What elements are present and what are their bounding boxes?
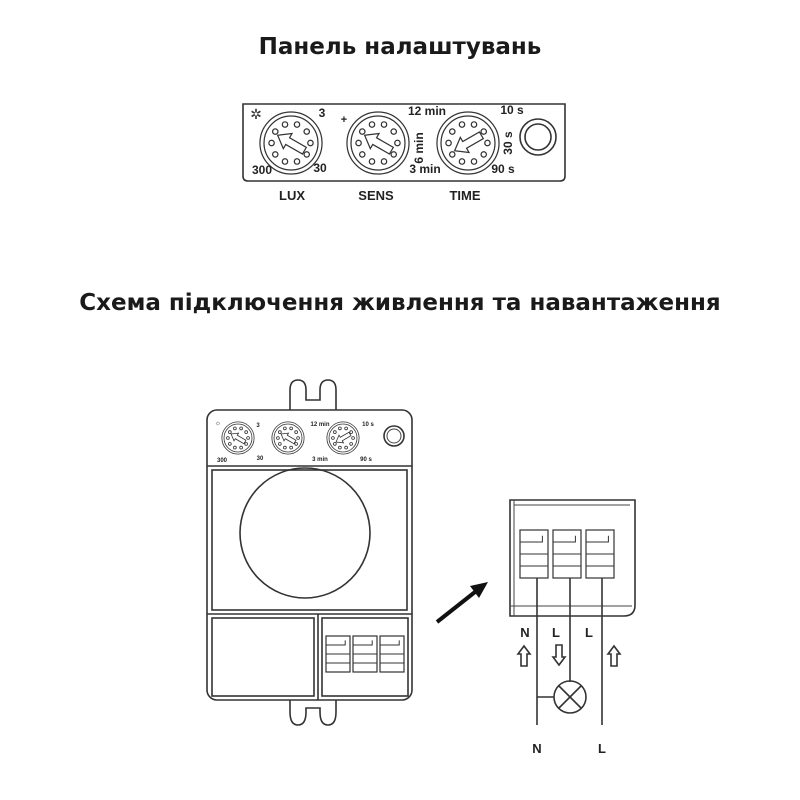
terminal (379, 635, 405, 673)
arrow-up-icon (516, 644, 532, 667)
test-button (519, 118, 557, 156)
time-dial (436, 111, 500, 175)
lamp-icon (553, 680, 587, 714)
terminal-block (509, 499, 636, 617)
time-10s-label: 10 s (500, 103, 524, 117)
small-dial-label: 30 (257, 456, 264, 462)
terminal (552, 529, 582, 579)
small-dial-label: ☼ (215, 420, 221, 427)
lux-30-label: 30 (313, 161, 327, 175)
arrow-down-icon (551, 644, 567, 667)
sens-label: SENS (358, 188, 394, 203)
time-30s-label: 30 s (501, 131, 515, 155)
terminal (352, 635, 378, 673)
lux-dial (221, 421, 255, 455)
terminal (325, 635, 351, 673)
time-90s-label: 90 s (491, 162, 515, 176)
lux-label: LUX (279, 188, 305, 203)
sens-plus-label: + (341, 114, 347, 126)
lux-300-label: 300 (252, 163, 272, 177)
small-dial-label: 90 s (360, 457, 372, 463)
wiring-title: Схема підключення живлення та навантажен… (79, 290, 720, 316)
panel-title: Панель налаштувань (259, 34, 542, 60)
terminal (585, 529, 615, 579)
time-12min-label: 12 min (408, 104, 446, 118)
pir-lens (239, 467, 371, 599)
terminal (519, 529, 549, 579)
small-dial-label: 3 min (312, 457, 328, 463)
settings-panel: 300 30 3 + 10 s 30 s 90 s 3 min 6 min 12… (242, 103, 566, 182)
direction-arrow (435, 582, 488, 624)
time-6min-label: 6 min (412, 132, 426, 163)
lux-3-label: 3 (319, 106, 326, 120)
lux-dial (259, 111, 323, 175)
bottom-label-n: N (532, 741, 541, 756)
wires (536, 578, 603, 725)
sens-dial (271, 421, 305, 455)
terminal-label-n: N (520, 625, 529, 640)
arrow-up-icon (606, 644, 622, 667)
sens-dial (346, 111, 410, 175)
small-dial-label: 12 min (310, 422, 329, 428)
sensor-device: ☼ 300 30 3 12 min 10 s 3 min 90 s (206, 379, 413, 726)
time-label: TIME (449, 188, 480, 203)
terminal-label-l-supply: L (585, 625, 593, 640)
small-dial-label: 10 s (362, 422, 374, 428)
small-dial-label: 300 (217, 458, 228, 464)
small-dial-label: 3 (256, 423, 260, 429)
time-dial (326, 421, 360, 455)
time-3min-label: 3 min (409, 162, 440, 176)
terminal-label-l-load: L (552, 625, 560, 640)
bottom-label-l: L (598, 741, 606, 756)
sun-icon: ✲ (250, 108, 262, 123)
